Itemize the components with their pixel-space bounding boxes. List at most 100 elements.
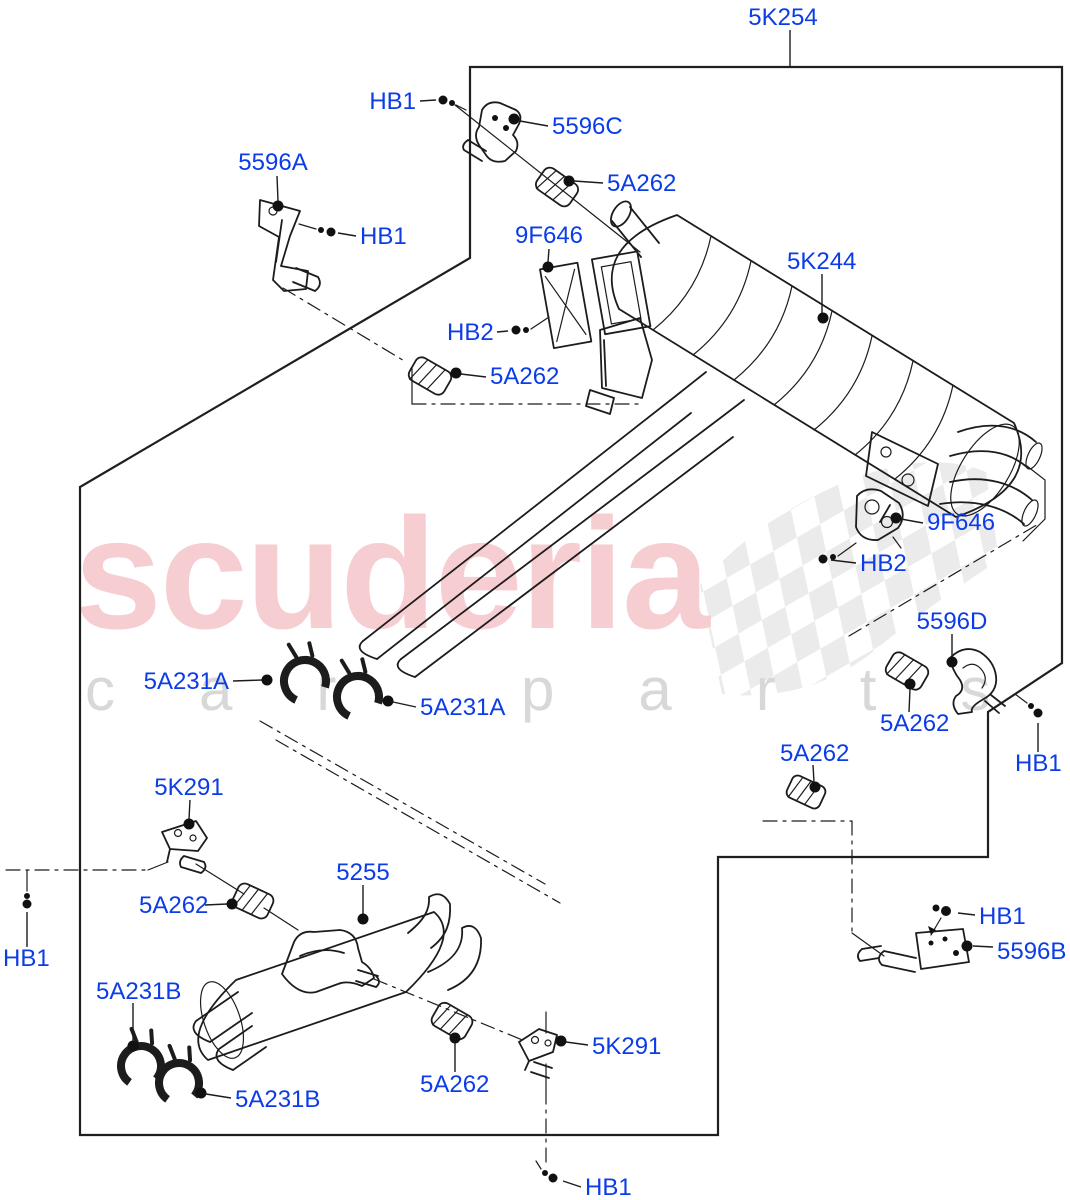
bracket-5596C bbox=[462, 101, 522, 163]
inlet-pipes bbox=[407, 893, 482, 991]
callout-5K244: 5K244 bbox=[787, 248, 856, 324]
part-label: HB2 bbox=[447, 319, 494, 346]
watermark: scuderia car parts bbox=[74, 462, 1070, 723]
callout-5K291-bottom: 5K291 bbox=[555, 1033, 661, 1060]
callout-5K291-upper: 5K291 bbox=[154, 774, 224, 830]
bracket-outline bbox=[475, 101, 522, 163]
bracket-foot bbox=[984, 694, 1006, 714]
part-label: 5596C bbox=[552, 113, 623, 140]
insulator-5A262-mid-left bbox=[407, 356, 453, 396]
bolt-arrowhead bbox=[928, 926, 936, 935]
leader-line bbox=[460, 373, 487, 378]
part-label: 5596A bbox=[238, 149, 307, 176]
bolt-hb1-top bbox=[438, 95, 467, 111]
leader-line bbox=[205, 1093, 232, 1099]
leader-dot bbox=[809, 781, 821, 793]
boundary-outline bbox=[78, 65, 1064, 1137]
bolt-head bbox=[548, 1173, 558, 1183]
callout-5A262-mid-left: 5A262 bbox=[450, 363, 559, 390]
plate-outline bbox=[591, 250, 652, 336]
insulator-hatch bbox=[409, 359, 446, 390]
bolt-hb1-right bbox=[1014, 693, 1043, 718]
bolt-shank bbox=[455, 104, 467, 111]
plate-inner bbox=[600, 260, 642, 325]
watermark-subtitle-text: car parts bbox=[85, 656, 1070, 723]
tailpipe-tip bbox=[1021, 499, 1039, 527]
bracket-pin bbox=[462, 139, 487, 162]
bracket-hole bbox=[544, 1039, 552, 1047]
leader-dot bbox=[961, 940, 973, 952]
bracket-outline bbox=[855, 488, 904, 541]
part-label: 5596B bbox=[997, 938, 1066, 965]
leader-line bbox=[908, 688, 911, 713]
bracket-hole bbox=[901, 473, 915, 487]
leader-line bbox=[392, 701, 417, 708]
insulator-band bbox=[535, 166, 579, 208]
callout-HB2-left: HB2 bbox=[447, 319, 509, 346]
plate-hatch bbox=[544, 268, 587, 343]
leader-dot bbox=[226, 898, 238, 910]
bracket-5K291-upper bbox=[161, 820, 208, 874]
bracket-pin bbox=[892, 536, 902, 549]
leader-line bbox=[337, 232, 357, 237]
leader-line bbox=[812, 764, 815, 783]
part-label: 9F646 bbox=[515, 222, 583, 249]
bracket-hole bbox=[928, 940, 934, 946]
callout-5A231A-right: 5A231A bbox=[382, 694, 505, 721]
part-label: HB1 bbox=[3, 945, 50, 972]
pipe-clamp-5A231B-upper bbox=[117, 1026, 165, 1090]
leader-dot bbox=[272, 200, 284, 212]
callout-HB1-bottom: HB1 bbox=[562, 1174, 632, 1200]
clamp-tabs bbox=[339, 657, 368, 676]
bolt-hb2-left bbox=[511, 316, 550, 335]
bolt-shank bbox=[837, 542, 857, 557]
part-label: 5A262 bbox=[880, 710, 949, 737]
leader-line bbox=[830, 559, 857, 564]
watermark-brand-text: scuderia bbox=[74, 486, 711, 662]
part-label: 5A231A bbox=[420, 694, 505, 721]
bolt-collar bbox=[1028, 703, 1034, 709]
bracket-inner bbox=[962, 663, 986, 689]
silencer-end-cap bbox=[950, 423, 1020, 517]
insulator-band bbox=[785, 774, 827, 810]
bracket-outline bbox=[949, 648, 998, 715]
part-label: 5A231A bbox=[144, 668, 229, 695]
callout-5A262-bottom: 5A262 bbox=[420, 1032, 489, 1098]
insulator-5A262-right-lower bbox=[785, 774, 827, 810]
callout-HB1-right: HB1 bbox=[1015, 723, 1062, 777]
bracket-outline bbox=[915, 928, 970, 970]
bolt-collar bbox=[523, 327, 529, 333]
part-label: 5A231B bbox=[235, 1086, 320, 1113]
downpipe-open-ends bbox=[358, 640, 416, 678]
centerlines bbox=[5, 287, 1041, 1164]
leader-dot bbox=[508, 113, 520, 125]
part-label: HB1 bbox=[360, 223, 407, 250]
part-label: HB1 bbox=[369, 88, 416, 115]
leader-line bbox=[900, 518, 924, 524]
bolt-collar bbox=[932, 904, 940, 912]
tailpipe-tip bbox=[1025, 442, 1043, 470]
bolt-head bbox=[818, 554, 828, 564]
bolt-collar bbox=[542, 1170, 548, 1176]
bracket-5596D bbox=[949, 648, 1006, 715]
leader-dot bbox=[450, 367, 462, 379]
callout-5K254: 5K254 bbox=[748, 4, 818, 66]
leader-line bbox=[232, 679, 263, 682]
rear-silencer-drawing bbox=[358, 200, 1043, 678]
callouts: 5K254 HB1 5596C 5A262 5596A HB1 9F bbox=[3, 4, 1066, 1200]
silencer-body bbox=[610, 214, 1023, 518]
leader-line bbox=[188, 799, 191, 820]
leader-dot bbox=[449, 1032, 461, 1044]
leader-dot bbox=[127, 1040, 139, 1052]
bolt-head bbox=[511, 325, 521, 335]
leader-dot bbox=[183, 818, 195, 830]
centre-silencer-drawing bbox=[192, 893, 482, 1071]
checkered-flag-watermark bbox=[700, 462, 999, 696]
part-label: 9F646 bbox=[927, 509, 995, 536]
callout-5A262-right-upper: 5A262 bbox=[880, 678, 949, 737]
callout-5255: 5255 bbox=[336, 859, 390, 925]
bolt-hb1-bottom bbox=[535, 1160, 558, 1183]
callout-5596A: 5596A bbox=[238, 149, 308, 212]
leader-dot bbox=[195, 1087, 207, 1099]
